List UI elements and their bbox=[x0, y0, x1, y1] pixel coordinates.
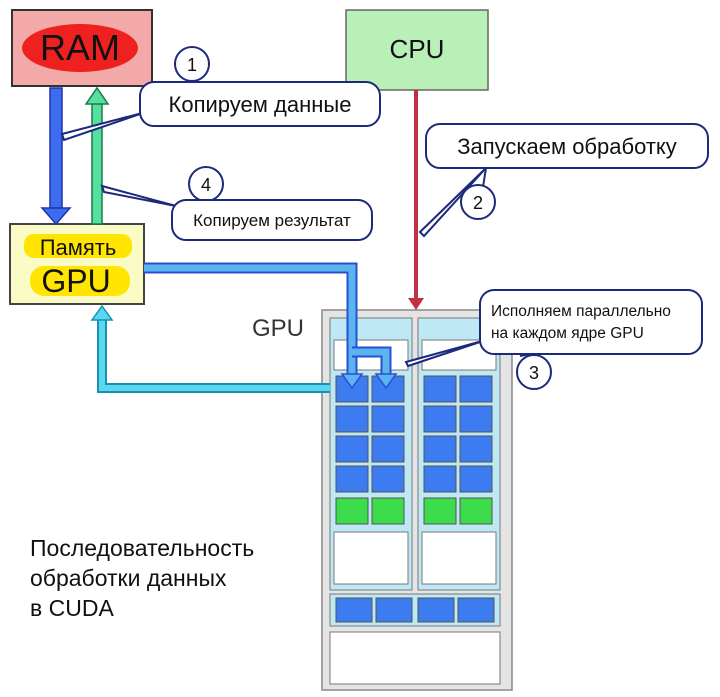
gpu-core bbox=[459, 465, 493, 493]
gpu-core bbox=[335, 465, 369, 493]
gpu-shared-unit bbox=[375, 597, 413, 623]
step-2-text: Запускаем обработку bbox=[457, 134, 677, 159]
ram-highlight bbox=[22, 24, 138, 72]
caption-line2: обработки данных bbox=[30, 565, 227, 591]
caption-line3: в CUDA bbox=[30, 595, 114, 621]
gpu-cores bbox=[335, 375, 495, 623]
gpu-memory-highlight-2 bbox=[30, 266, 130, 296]
gpu-memory-highlight-1 bbox=[24, 234, 132, 258]
cpu-block: CPU bbox=[345, 9, 489, 91]
step-4-number: 4 bbox=[201, 175, 211, 195]
gpu-shared-unit bbox=[335, 597, 373, 623]
step-4-callout: 4 Копируем результат bbox=[171, 166, 373, 241]
gpu-label: GPU bbox=[252, 315, 304, 342]
data-to-cores-arrow bbox=[144, 262, 398, 390]
gpu-core bbox=[459, 375, 493, 403]
gpu-core bbox=[371, 435, 405, 463]
caption: Последовательность обработки данных в CU… bbox=[30, 535, 254, 621]
gpu-core bbox=[371, 405, 405, 433]
gpu-block: GPU bbox=[252, 309, 513, 691]
gpu-core bbox=[335, 405, 369, 433]
step-2-badge bbox=[460, 184, 496, 220]
gpu-shared-unit bbox=[417, 597, 455, 623]
gpu-core bbox=[423, 375, 457, 403]
gpu-core bbox=[335, 435, 369, 463]
launch-arrow bbox=[408, 90, 424, 310]
gpu-core bbox=[423, 435, 457, 463]
step-3-text-line2: на каждом ядре GPU bbox=[491, 325, 644, 342]
step-1-text: Копируем данные bbox=[169, 92, 352, 117]
cpu-label: CPU bbox=[390, 34, 445, 64]
gpu-core bbox=[459, 405, 493, 433]
callout-leaders bbox=[60, 82, 531, 368]
result-arrow bbox=[90, 304, 330, 393]
gpu-core bbox=[423, 405, 457, 433]
gpu-core bbox=[459, 497, 493, 525]
step-1-callout: 1 Копируем данные bbox=[139, 46, 381, 127]
gpu-shared-unit bbox=[457, 597, 495, 623]
gpu-memory-label-line2: GPU bbox=[41, 263, 110, 299]
caption-line1: Последовательность bbox=[30, 535, 254, 561]
step-4-text: Копируем результат bbox=[193, 211, 351, 230]
step-3-text-line1: Исполняем параллельно bbox=[491, 303, 671, 320]
gpu-core bbox=[423, 497, 457, 525]
gpu-core bbox=[459, 435, 493, 463]
step-3-number: 3 bbox=[529, 363, 539, 383]
step-2-number: 2 bbox=[473, 193, 483, 213]
step-1-number: 1 bbox=[187, 55, 197, 75]
ram-label: RAM bbox=[40, 27, 120, 68]
step-2-callout: Запускаем обработку 2 bbox=[425, 123, 709, 220]
copy-back-arrow bbox=[84, 86, 110, 225]
step-3-badge bbox=[516, 354, 552, 390]
gpu-core bbox=[335, 497, 369, 525]
step-3-callout: Исполняем параллельно на каждом ядре GPU… bbox=[479, 289, 703, 390]
gpu-memory-block: Память GPU bbox=[9, 223, 145, 305]
gpu-core bbox=[371, 465, 405, 493]
ram-block: RAM bbox=[11, 9, 153, 87]
gpu-core bbox=[371, 497, 405, 525]
gpu-memory-label-line1: Память bbox=[40, 235, 117, 260]
gpu-core bbox=[423, 465, 457, 493]
copy-to-gpu-arrow bbox=[40, 87, 72, 226]
